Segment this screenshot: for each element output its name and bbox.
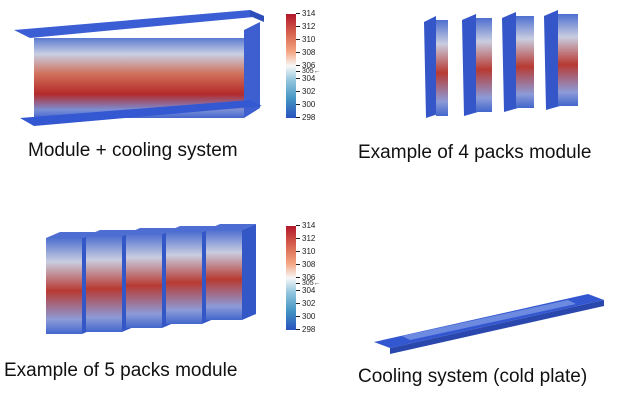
colorbar-tick: 304 (296, 75, 315, 83)
panel-five-packs: 314 312 310 308 306 304 302 300 298 305←… (0, 210, 321, 401)
colorbar-tick: 300 (296, 313, 315, 321)
colorbar-tick: 298 (296, 326, 315, 334)
colorbar-marker-tick: 305← (296, 68, 321, 76)
colorbar-tick: 298 (296, 114, 315, 122)
caption-five-packs: Example of 5 packs module (4, 360, 238, 381)
colorbar-tick: 310 (296, 248, 315, 256)
colorbar-tick: 302 (296, 88, 315, 96)
colorbar-tick: 312 (296, 235, 315, 243)
five-packs-render (46, 224, 256, 334)
module-with-cooling-render (14, 10, 264, 126)
colorbar-tick: 300 (296, 101, 315, 109)
four-packs-render (424, 10, 578, 118)
colorbar-marker-tick: 305← (296, 280, 321, 288)
colorbar-tick: 304 (296, 287, 315, 295)
colorbar-tick: 308 (296, 49, 315, 57)
colorbar-gradient (286, 14, 296, 118)
colorbar-gradient (286, 226, 296, 330)
caption-four-packs: Example of 4 packs module (358, 142, 592, 163)
panel-four-packs: Example of 4 packs module (330, 0, 630, 200)
colorbar-tick: 312 (296, 23, 315, 31)
panel-module-cooling: 314 312 310 308 306 304 302 300 298 305←… (0, 0, 321, 200)
colorbar-tick: 308 (296, 261, 315, 269)
temperature-colorbar-2: 314 312 310 308 306 304 302 300 298 305← (286, 222, 346, 336)
colorbar-tick: 310 (296, 36, 315, 44)
colorbar-tick: 314 (296, 222, 315, 230)
colorbar-tick: 302 (296, 300, 315, 308)
caption-module-cooling: Module + cooling system (28, 140, 238, 161)
temperature-colorbar: 314 312 310 308 306 304 302 300 298 305← (286, 10, 346, 124)
colorbar-tick: 306 (296, 62, 315, 70)
panel-cold-plate: Cooling system (cold plate) (330, 210, 630, 401)
cold-plate-render (374, 294, 604, 354)
caption-cold-plate: Cooling system (cold plate) (358, 366, 588, 387)
colorbar-tick: 306 (296, 274, 315, 282)
colorbar-tick: 314 (296, 10, 315, 18)
